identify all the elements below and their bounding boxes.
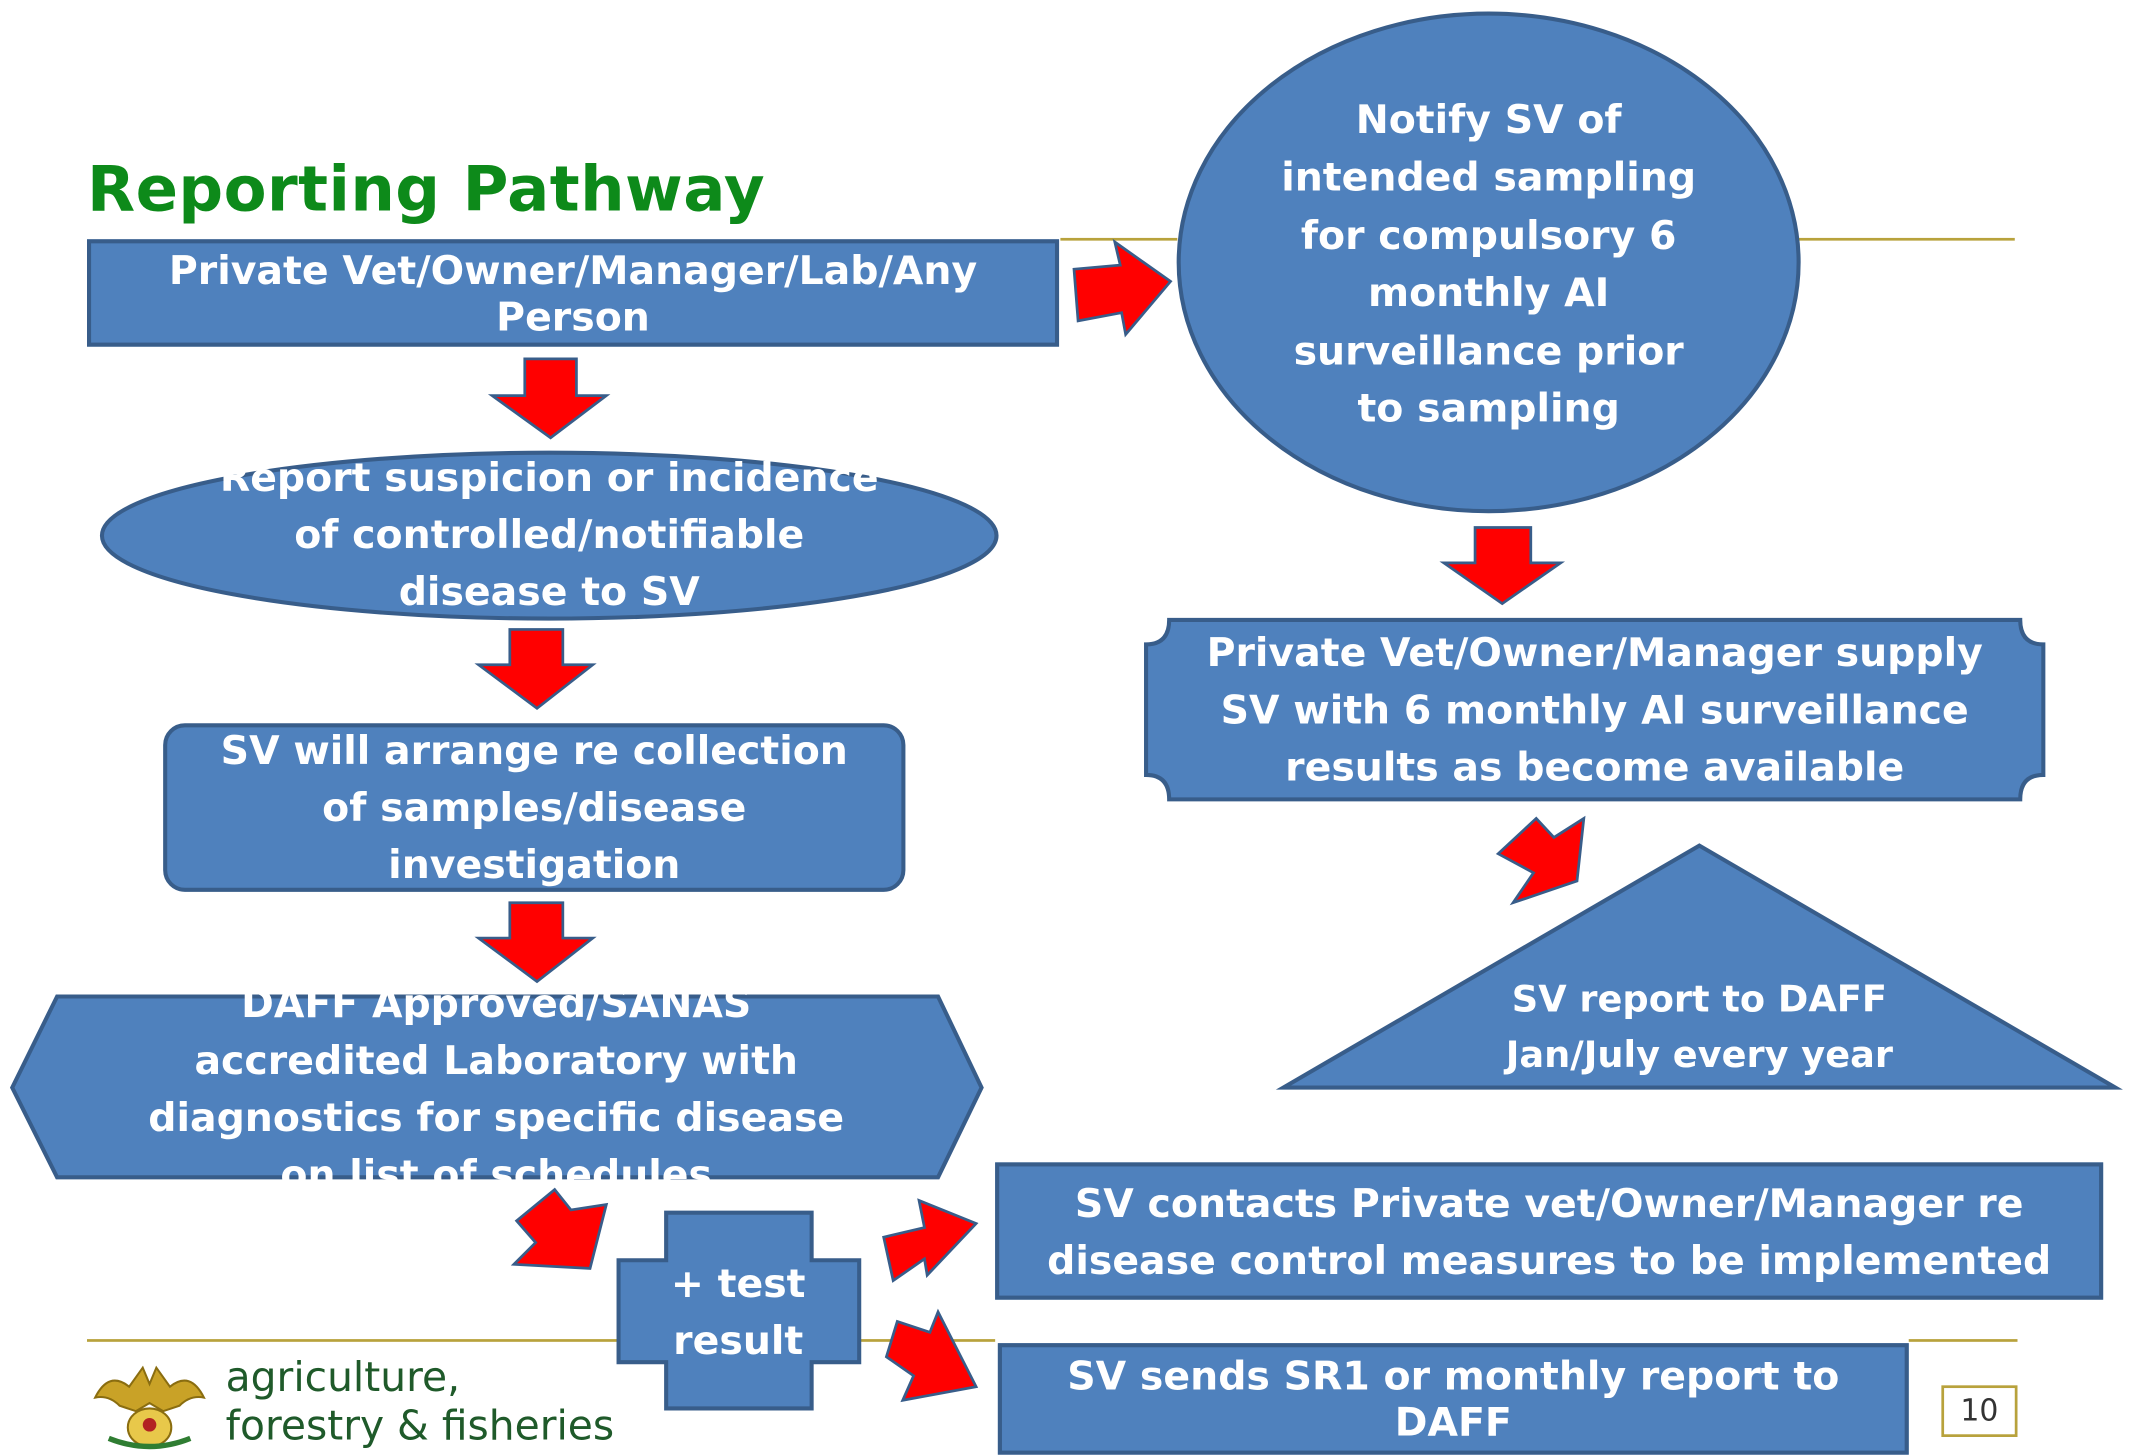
top-rule-right <box>1797 237 2015 241</box>
arrow-down-icon <box>474 357 1566 984</box>
arrow-diagonal-icon <box>884 1308 979 1403</box>
supply-sv-text: Private Vet/Owner/Manager supply SV with… <box>1172 623 2018 797</box>
supply-sv-shape <box>1144 617 2046 802</box>
sv-contacts-box: SV contacts Private vet/Owner/Manager re… <box>995 1162 2104 1300</box>
sv-report-line2: Jan/July every year <box>1505 1034 1893 1077</box>
notify-sv-text: Notify SV of intended sampling for compu… <box>1264 90 1713 438</box>
arrow-diagonal-icon <box>1495 815 1586 906</box>
test-result-text: + test result <box>639 1253 837 1370</box>
sv-report-line1: SV report to DAFF <box>1511 978 1887 1021</box>
sv-report-text: SV report to DAFF Jan/July every year <box>1441 971 1958 1085</box>
bottom-rule-right <box>1908 1339 2018 1342</box>
report-suspicion-ellipse <box>99 450 999 621</box>
report-suspicion-text: Report suspicion or incidence of control… <box>204 449 895 620</box>
notify-sv-label: Notify SV of intended sampling for compu… <box>1281 95 1697 431</box>
arrow-diagonal-icon <box>882 1198 979 1283</box>
arrow-diagonal-icon <box>510 1187 609 1270</box>
logo-line1: agriculture, <box>225 1354 461 1402</box>
reporter-box: Private Vet/Owner/Manager/Lab/Any Person <box>87 239 1060 347</box>
sv-arrange-text: SV will arrange re collection of samples… <box>220 727 848 888</box>
sv-report-triangle <box>1275 843 2123 1090</box>
logo-line2: forestry & fisheries <box>225 1403 615 1451</box>
page-title: Reporting Pathway <box>87 152 766 226</box>
notify-sv-ellipse <box>1176 11 1801 514</box>
bottom-rule-left <box>87 1339 620 1342</box>
daff-lab-label: DAFF Approved/SANAS accredited Laborator… <box>148 980 845 1198</box>
sv-arrange-box: SV will arrange re collection of samples… <box>163 723 906 892</box>
supply-sv-label: Private Vet/Owner/Manager supply SV with… <box>1206 629 1983 790</box>
sv-sends-text: SV sends SR1 or monthly report to DAFF <box>1067 1352 1840 1446</box>
daff-lab-hexagon <box>9 994 984 1180</box>
test-result-label: + test result <box>670 1260 806 1364</box>
report-suspicion-label: Report suspicion or incidence of control… <box>219 454 879 615</box>
reporter-text: Private Vet/Owner/Manager/Lab/Any Person <box>168 246 978 340</box>
coat-of-arms-icon <box>93 1365 206 1450</box>
test-result-plus <box>616 1210 862 1411</box>
sv-contacts-text: SV contacts Private vet/Owner/Manager re… <box>1047 1179 2052 1283</box>
page-number: 10 <box>1941 1385 2018 1437</box>
top-rule-left <box>1060 237 1178 241</box>
department-logo-text: agriculture, forestry & fisheries <box>226 1354 614 1452</box>
sv-sends-box: SV sends SR1 or monthly report to DAFF <box>997 1343 1909 1455</box>
daff-lab-text: DAFF Approved/SANAS accredited Laborator… <box>122 980 870 1198</box>
arrow-right-icon <box>1072 238 1173 338</box>
